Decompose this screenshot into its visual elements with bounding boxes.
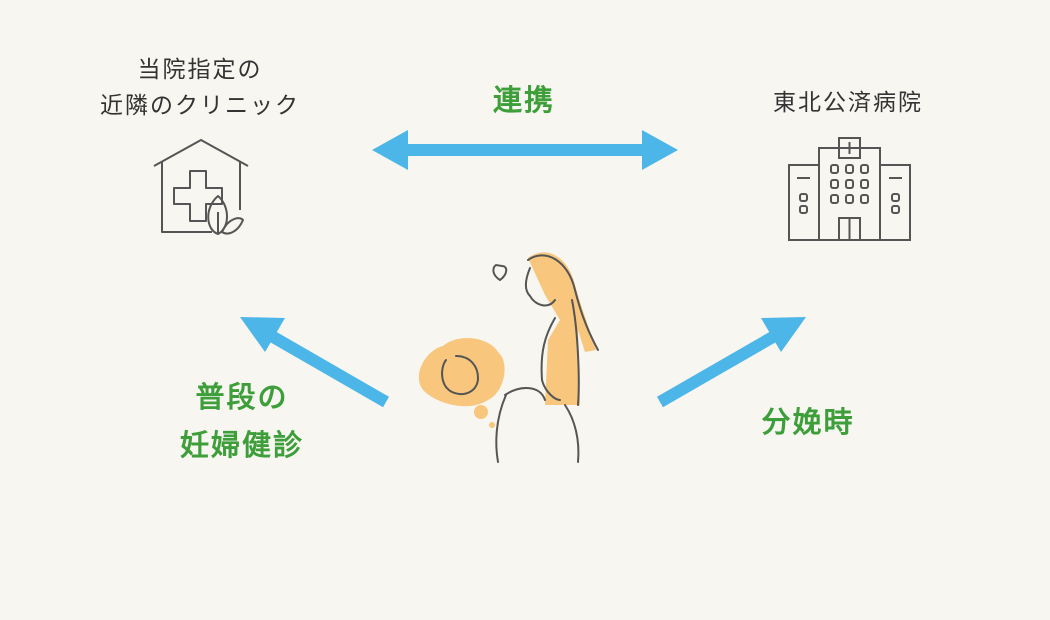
pregnant-woman-illustration bbox=[418, 252, 599, 463]
clinic-icon bbox=[153, 139, 249, 235]
hospital-icon bbox=[788, 137, 911, 241]
delivery-label: 分娩時 bbox=[761, 405, 855, 439]
cooperation-label: 連携 bbox=[492, 83, 555, 117]
regular-checkup-line2: 妊婦健診 bbox=[179, 428, 304, 462]
delivery-arrow bbox=[657, 317, 806, 408]
clinic-label-line2: 近隣のクリニック bbox=[100, 93, 300, 119]
clinic-label: 当院指定の 近隣のクリニック bbox=[80, 52, 320, 124]
regular-checkup-label: 普段の 妊婦健診 bbox=[142, 373, 342, 469]
thought-bubble bbox=[418, 338, 505, 407]
regular-checkup-arrow bbox=[240, 317, 389, 408]
cooperation-arrow bbox=[372, 130, 678, 170]
clinic-label-line1: 当院指定の bbox=[137, 57, 263, 83]
regular-checkup-line1: 普段の bbox=[195, 380, 289, 414]
hospital-label: 東北公済病院 bbox=[773, 90, 923, 116]
